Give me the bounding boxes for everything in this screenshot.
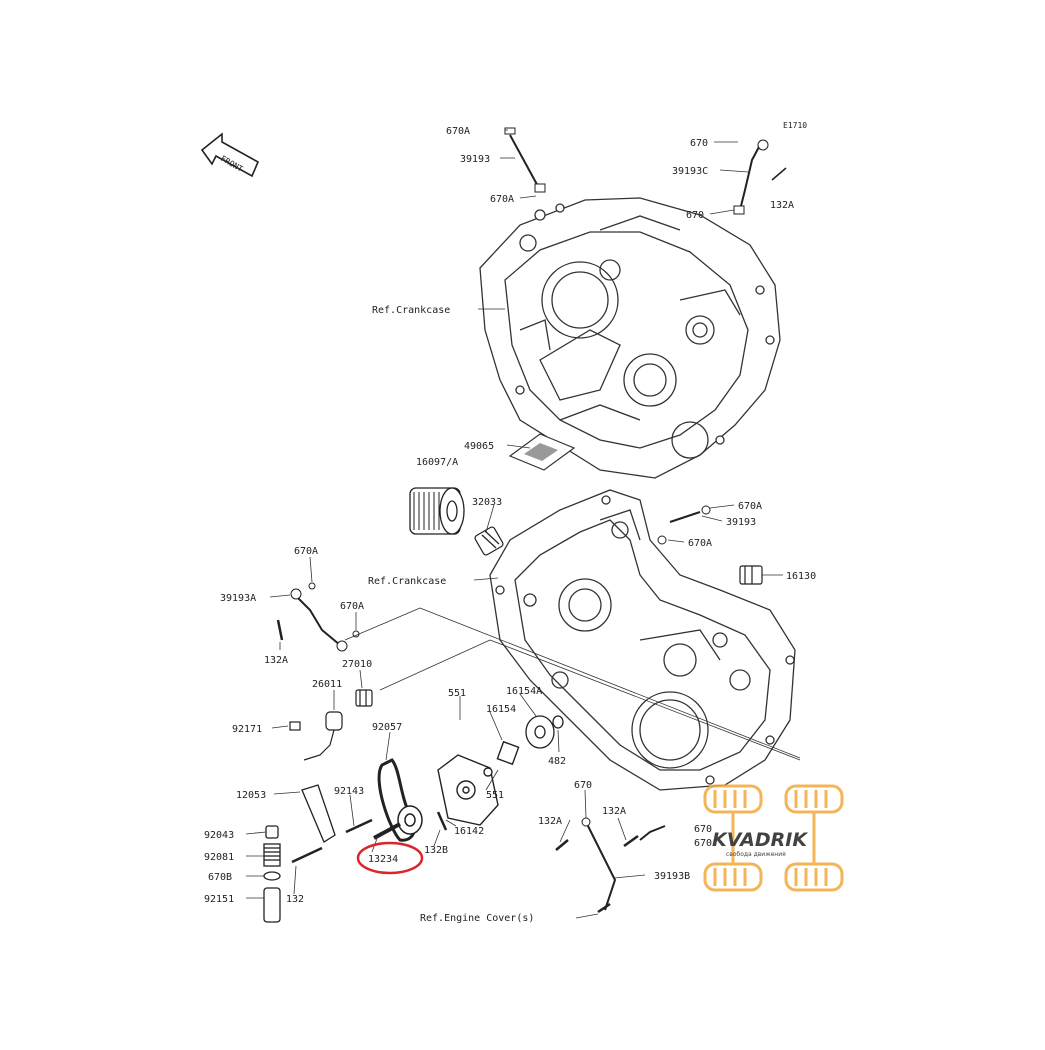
part-label: 39193B (654, 871, 690, 882)
part-labels: 670A 39193 670A 670 39193C 132A 670 Ref.… (204, 126, 816, 924)
part-label: 92171 (232, 724, 262, 735)
part-label: 49065 (464, 441, 494, 452)
oil-pipe-right (733, 139, 787, 215)
part-label: 92043 (204, 830, 234, 841)
track-icon (784, 784, 844, 814)
part-label: 670A (294, 546, 318, 557)
part-label: 670A (340, 601, 364, 612)
oil-pipe-bottom (555, 817, 666, 914)
lower-crankcase (489, 489, 796, 791)
part-label: 132A (264, 655, 288, 666)
relief-valve (355, 689, 373, 707)
ref-engine-cover: Ref.Engine Cover(s) (420, 913, 534, 924)
part-label: 670A (738, 501, 762, 512)
oil-filter-part (409, 487, 465, 535)
part-label: 32033 (472, 497, 502, 508)
highlighted-part[interactable]: 13234 (356, 841, 424, 875)
track-icon (784, 862, 844, 892)
part-label: 16154 (486, 704, 516, 715)
ref-crankcase-upper: Ref.Crankcase (372, 305, 450, 316)
part-label: 670 (574, 780, 592, 791)
oil-screen-part (474, 526, 504, 556)
part-label: 670 (686, 210, 704, 221)
part-label: 26011 (312, 679, 342, 690)
oil-pipe-right-lower (657, 505, 711, 545)
part-label: 16130 (786, 571, 816, 582)
oil-pipe-left (276, 582, 360, 652)
part-label: 92081 (204, 852, 234, 863)
gasket-part (508, 433, 576, 471)
part-label: 551 (448, 688, 466, 699)
kvadrik-watermark: KVADRIK свобода движения (703, 784, 844, 892)
part-label: 132B (424, 845, 448, 856)
part-label: 39193 (726, 517, 756, 528)
sprocket-shaft (373, 805, 423, 840)
part-label-13234[interactable]: 13234 (368, 854, 398, 865)
oil-pressure-switch (739, 565, 763, 585)
part-label: 551 (486, 790, 504, 801)
chain-guide (301, 784, 336, 843)
part-label: 670 (694, 824, 712, 835)
part-label: 132A (538, 816, 562, 827)
part-label: 670A (688, 538, 712, 549)
part-label: 132 (286, 894, 304, 905)
pump-rotor (525, 715, 564, 749)
highlight-ring (356, 841, 424, 875)
part-label: 132A (602, 806, 626, 817)
part-label: 39193A (220, 593, 256, 604)
part-label: 670B (208, 872, 232, 883)
diagram-code: E1710 (783, 121, 807, 130)
part-label: 670A (446, 126, 470, 137)
track-icon (703, 862, 763, 892)
part-label: 670 (694, 838, 712, 849)
part-label: 92151 (204, 894, 234, 905)
part-label: 12053 (236, 790, 266, 801)
part-label: 16142 (454, 826, 484, 837)
part-label: 16097/A (416, 457, 458, 468)
oil-level-sender (289, 711, 343, 761)
ref-crankcase-lower: Ref.Crankcase (368, 576, 446, 587)
watermark-tagline: свобода движения (726, 851, 786, 858)
part-label: 39193 (460, 154, 490, 165)
oil-pipe-top (504, 127, 546, 193)
part-label: 482 (548, 756, 566, 767)
part-label: 92143 (334, 786, 364, 797)
watermark-brand: KVADRIK (712, 829, 808, 851)
part-label: 39193C (672, 166, 708, 177)
leader-lines (245, 129, 801, 919)
part-label: 670A (490, 194, 514, 205)
tensioner-stack (263, 818, 373, 923)
part-label: 16154A (506, 686, 542, 697)
track-icon (703, 784, 763, 814)
upper-crankcase (479, 197, 781, 479)
part-label: 132A (770, 200, 794, 211)
part-label: 92057 (372, 722, 402, 733)
oil-pump-body (436, 740, 520, 831)
drive-chain (377, 758, 416, 842)
part-label: 670 (690, 138, 708, 149)
part-label: 27010 (342, 659, 372, 670)
front-arrow-icon: FRONT (200, 132, 260, 178)
